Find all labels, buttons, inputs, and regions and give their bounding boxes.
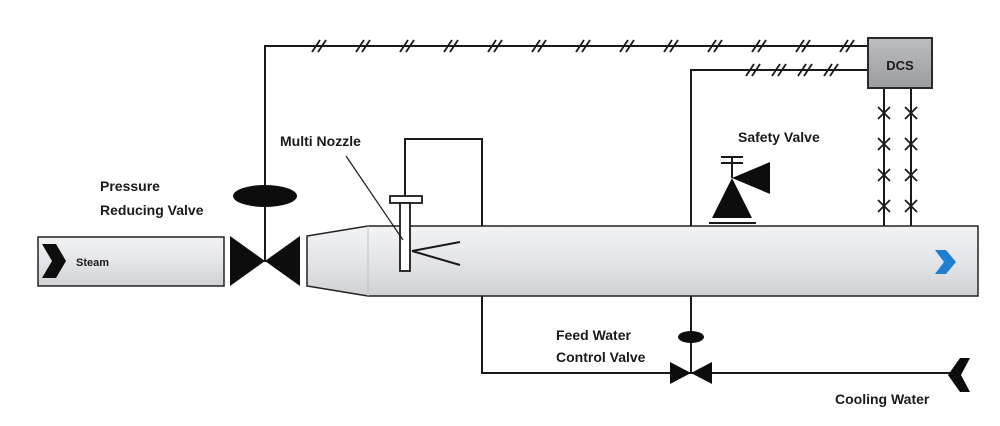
signal-hash-marks-feed [745,63,839,77]
prv-label-line2: Reducing Valve [100,202,204,218]
pressure-reducing-valve[interactable] [230,185,300,286]
multi-nozzle-label: Multi Nozzle [280,133,361,149]
actuator-icon [678,331,704,343]
cooling-water-line [404,138,958,374]
safety-valve-label: Safety Valve [738,129,820,145]
arrow-left-icon [948,358,970,392]
prv-label-line1: Pressure [100,178,160,194]
feed-water-label-line2: Control Valve [556,349,646,365]
signal-hash-marks-top [311,39,855,53]
safety-valve[interactable] [709,156,770,224]
safety-valve-side [732,162,770,194]
actuator-icon [233,185,297,207]
dcs-label: DCS [886,58,914,73]
valve-body-left [230,236,265,286]
steam-inlet-pipe: Steam [37,236,225,287]
feed-water-label-line1: Feed Water [556,327,631,343]
valve-body-right [691,362,712,384]
dcs-sensor-lines [877,88,918,232]
signal-line-prv [264,45,870,188]
valve-body-right [265,236,300,286]
safety-valve-bottom [712,178,752,218]
multi-nozzle[interactable] [389,195,461,272]
cooling-water-label: Cooling Water [835,391,930,407]
outlet-arrow-icon [935,250,956,274]
arrow-right-icon [42,244,66,278]
valve-body-left [670,362,691,384]
steam-label: Steam [76,257,109,269]
feed-water-control-valve[interactable] [670,331,712,384]
multi-nozzle-leader [345,155,404,241]
dcs-box[interactable]: DCS [867,37,933,89]
main-pipe [306,225,979,297]
